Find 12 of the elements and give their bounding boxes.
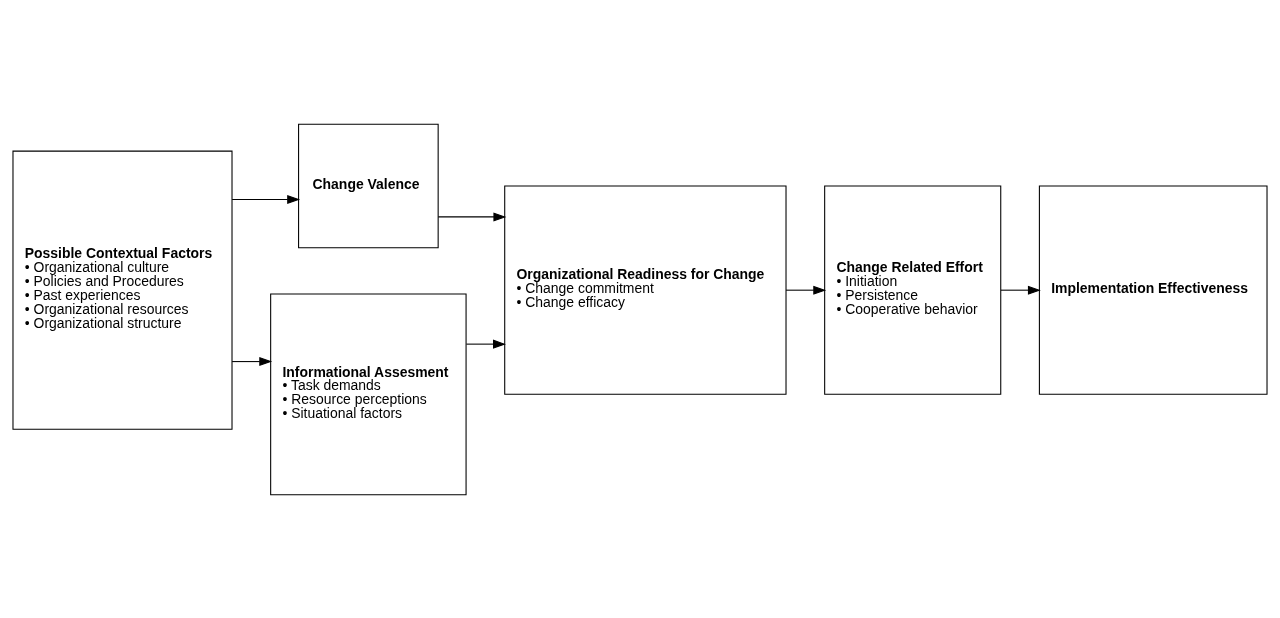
node-box: Informational Assesment • Task demands • Resource perceptions • Situational factors	[270, 292, 467, 495]
node-box: Change Valence	[298, 123, 439, 248]
node-box: Change Related Effort • Initiation • Persistence • Cooperative behavior	[824, 185, 1002, 395]
arrow	[1000, 285, 1041, 295]
arrow	[465, 339, 506, 349]
arrow	[437, 211, 507, 221]
node-box: Organizational Readiness for Change • Change commitment • Change efficacy	[504, 185, 787, 395]
node-box: Implementation Effectiveness	[1038, 185, 1268, 395]
arrow	[785, 285, 827, 295]
arrow	[231, 194, 301, 204]
arrow	[231, 356, 273, 366]
node-box: Possible Contextual Factors • Organizational culture • Policies and Procedures • Past experiences • Organizational resources • Organizational structure	[12, 150, 233, 430]
